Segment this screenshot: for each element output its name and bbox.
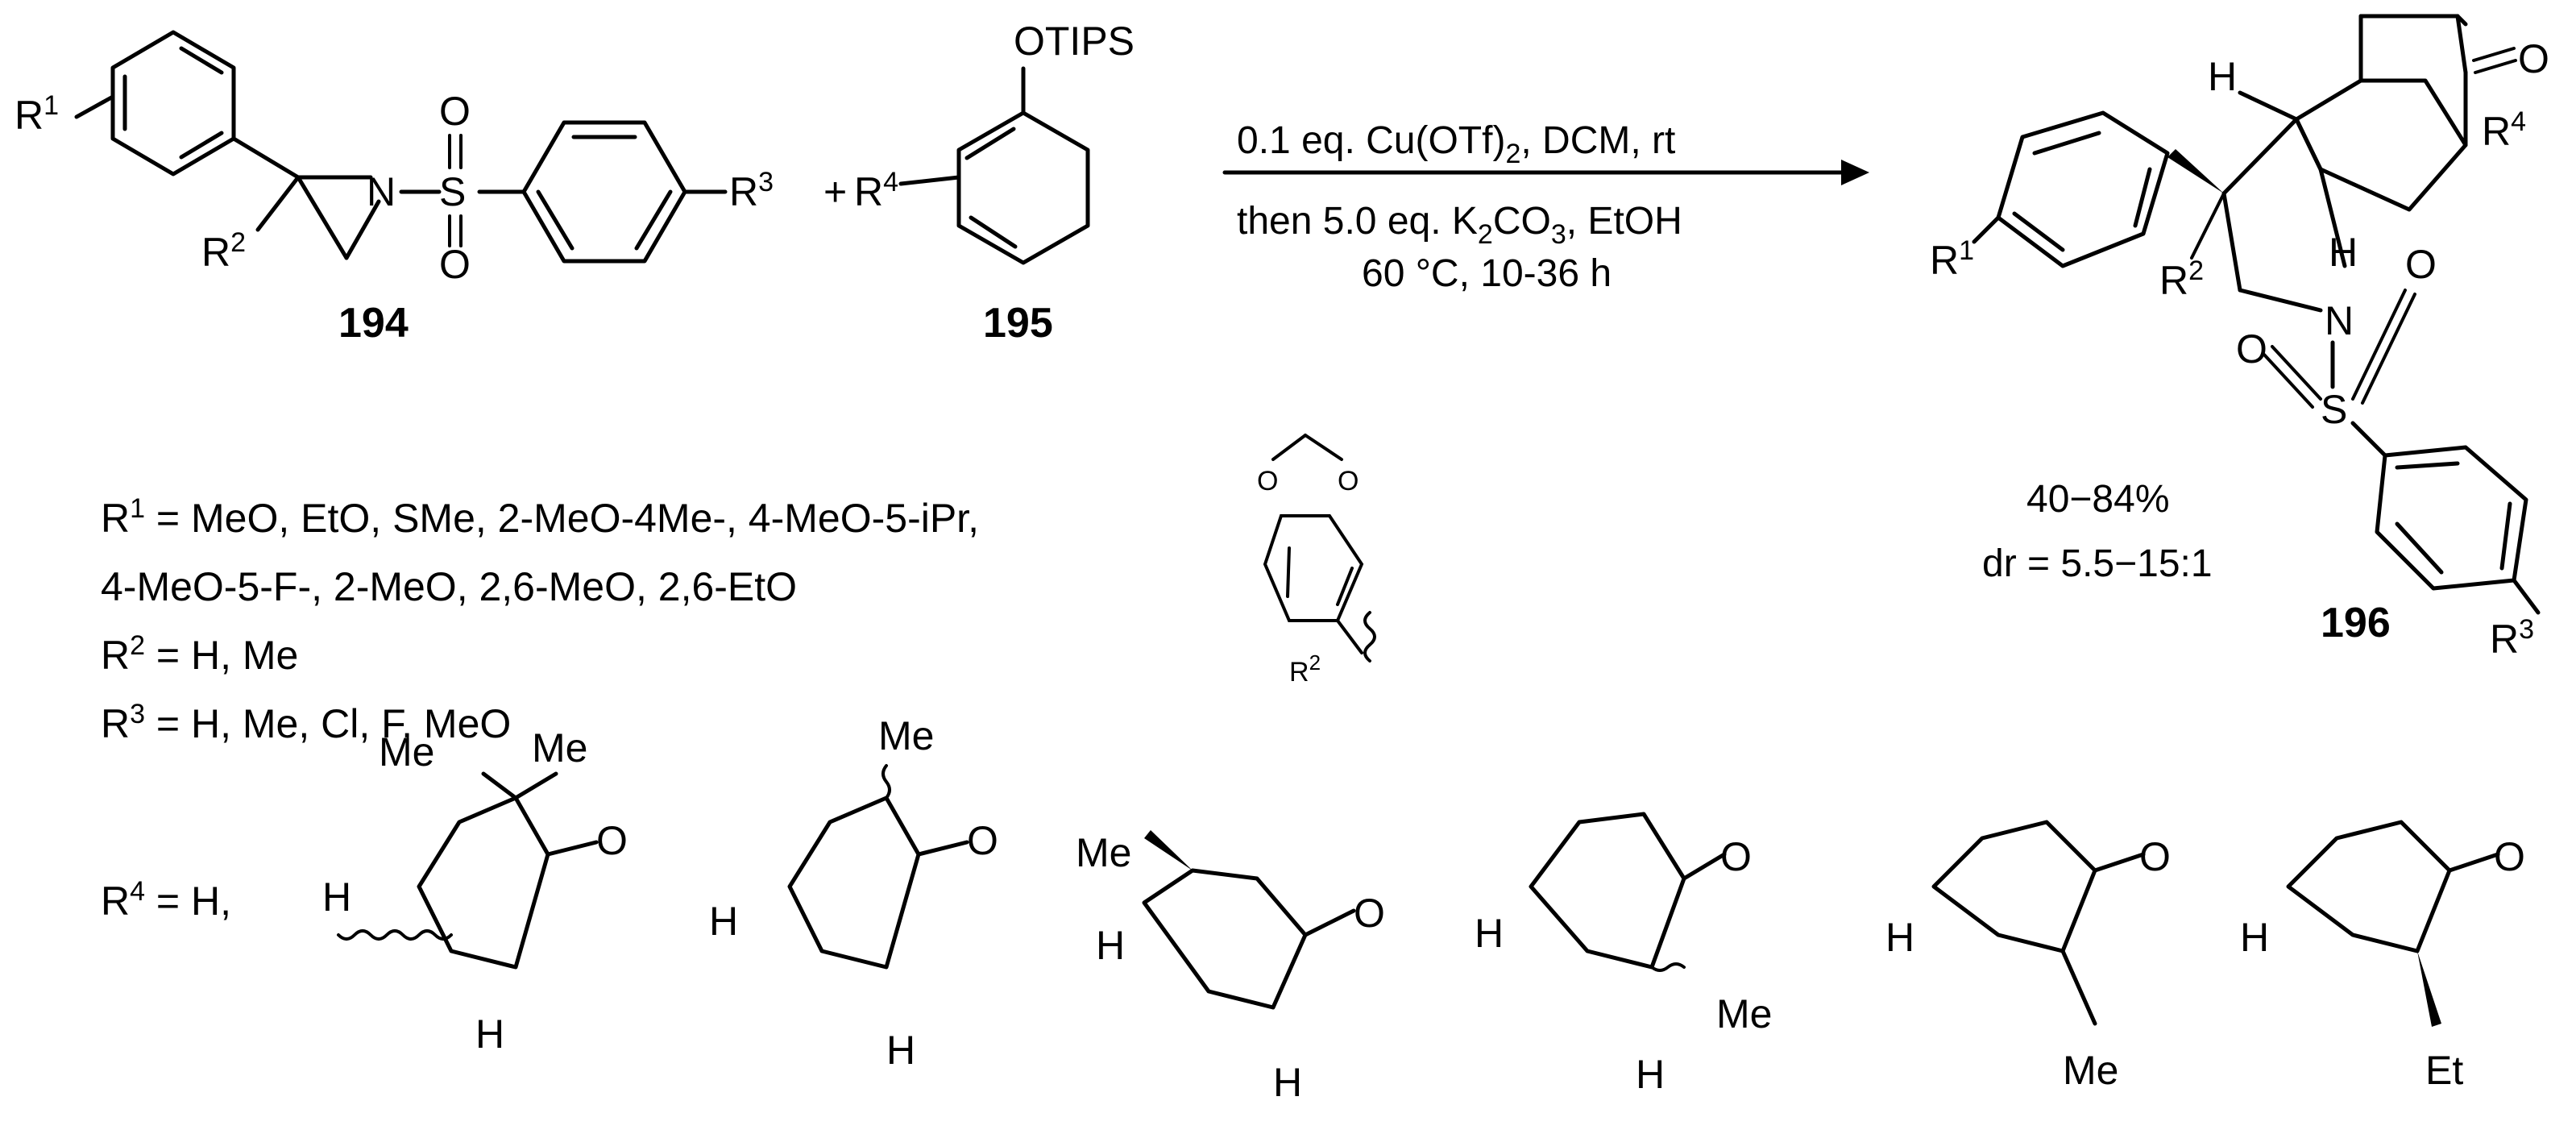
r3-label: R3 [2490, 614, 2534, 662]
r2-scope: R2 = H, Me [101, 630, 298, 678]
condition-line-3: 60 °C, 10-36 h [1362, 252, 1612, 295]
substituent-scope: R1 = MeO, EtO, SMe, 2-MeO-4Me-, 4-MeO-5-… [101, 493, 979, 924]
r4-label: R4 [854, 167, 898, 214]
cyclohexadiene-ring [956, 110, 1090, 265]
compound-194-number: 194 [338, 300, 409, 347]
r4-label: R4 [2482, 106, 2526, 154]
h-atom-label: H [475, 1011, 504, 1057]
h-atom-label: H [709, 899, 738, 944]
reaction-arrow-group: 0.1 eq. Cu(OTf)2, DCM, rt then 5.0 eq. K… [1222, 119, 1869, 295]
h-atom-label: H [1636, 1052, 1665, 1097]
o-atom-label: O [1720, 834, 1752, 879]
o-atom-label: O [2405, 242, 2437, 287]
otips-label: OTIPS [1014, 19, 1135, 64]
r4-fragment-gem-dimethyl: O Me Me H H [322, 725, 628, 1057]
plus-sign: + [823, 169, 847, 214]
dr-text: dr = 5.5−15:1 [1982, 542, 2213, 585]
compound-194: R1 R2 N S O O R3 194 [15, 30, 774, 347]
r1-scope-line-2: 4-MeO-5-F-, 2-MeO, 2,6-MeO, 2,6-EtO [101, 564, 797, 609]
o-atom-label: O [2518, 36, 2549, 81]
yield-text: 40−84% [2026, 478, 2170, 521]
me-label: Me [1716, 991, 1772, 1036]
r3-label: R3 [729, 167, 774, 214]
me-label: Me [878, 713, 934, 758]
benzodioxole-fragment: O O R2 [1257, 434, 1376, 687]
r4-fragment-angular-methyl: O Me H [1885, 820, 2171, 1093]
phenyl-ring [110, 30, 236, 177]
o-atom-label: O [1354, 891, 1385, 936]
h-atom-label: H [1273, 1060, 1302, 1105]
o-atom-label: O [2494, 834, 2525, 879]
condition-line-1: 0.1 eq. Cu(OTf)2, DCM, rt [1237, 119, 1675, 169]
condition-line-2: then 5.0 eq. K2CO3, EtOH [1237, 200, 1682, 250]
o-atom-label: O [1338, 466, 1359, 496]
compound-196-number: 196 [2321, 600, 2391, 646]
h-atom-label: H [1885, 915, 1914, 960]
aryl-ring [521, 120, 687, 264]
o-atom-label: O [967, 818, 998, 863]
h-atom-label: H [1096, 923, 1125, 968]
compound-195-number: 195 [983, 300, 1053, 347]
n-atom-label: N [2325, 298, 2354, 343]
r2-label: R2 [2159, 255, 2204, 303]
r4-scope-prefix: R4 = H, [101, 876, 231, 924]
r2-label: R2 [201, 227, 246, 275]
me-label: Me [1076, 830, 1131, 875]
et-label: Et [2425, 1048, 2463, 1093]
h-atom-label: H [322, 874, 351, 920]
compound-196: O R4 H H N R1 R2 S O O [1930, 14, 2549, 662]
h-atom-label: H [2208, 54, 2237, 99]
r4-fragment-angular-ethyl: O Et H [2240, 820, 2525, 1093]
o-atom-label: O [2139, 834, 2171, 879]
h-atom-label: H [886, 1028, 915, 1073]
me-label: Me [532, 725, 587, 771]
o-atom-label: O [2236, 326, 2267, 372]
r1-label: R1 [15, 90, 59, 138]
o-atom-label: O [439, 242, 471, 287]
cyclohexanone-ring [2294, 78, 2468, 212]
phenyl-ring [1996, 110, 2170, 268]
compound-195: OTIPS R4 195 [854, 19, 1135, 347]
r1-scope-line-1: R1 = MeO, EtO, SMe, 2-MeO-4Me-, 4-MeO-5-… [101, 493, 979, 541]
s-atom-label: S [439, 169, 466, 214]
h-atom-label: H [1475, 911, 1504, 956]
r4-fragments: O Me Me H H O Me H H O Me H H [322, 713, 2525, 1105]
o-atom-label: O [1257, 466, 1278, 496]
r4-fragment-methyl-alt: O Me H H [1076, 830, 1385, 1105]
r1-label: R1 [1930, 235, 1974, 283]
n-atom-label: N [367, 169, 396, 214]
o-atom-label: O [439, 89, 471, 134]
me-label: Me [379, 729, 434, 775]
me-label: Me [2063, 1048, 2118, 1093]
r4-fragment-methyl: O Me H H [709, 713, 998, 1073]
r4-fragment-methyl-7: O Me H H [1475, 812, 1772, 1097]
s-atom-label: S [2321, 387, 2347, 432]
h-atom-label: H [2240, 915, 2269, 960]
o-atom-label: O [596, 818, 628, 863]
r2-label: R2 [1289, 650, 1321, 687]
r3-scope: R3 = H, Me, Cl, F, MeO [101, 699, 511, 746]
